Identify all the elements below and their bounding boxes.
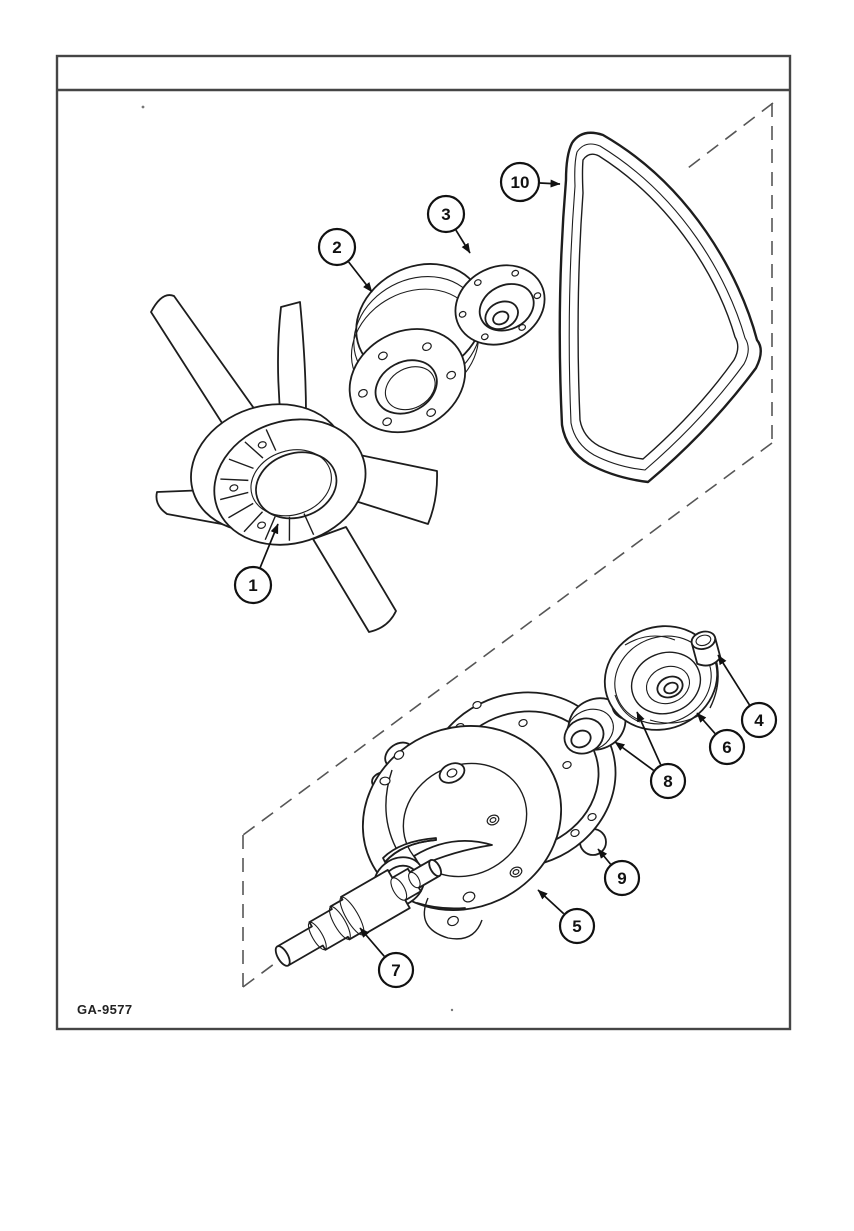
pulley-part bbox=[348, 263, 485, 434]
figure-code: GA-9577 bbox=[77, 1002, 133, 1017]
fan-belt-part bbox=[558, 131, 762, 484]
callout-1: 1 bbox=[233, 523, 279, 605]
callout-circle bbox=[649, 762, 687, 800]
callout-6: 6 bbox=[696, 712, 746, 766]
scan-speck bbox=[450, 1008, 454, 1012]
callout-circle bbox=[426, 194, 466, 234]
callout-arrow bbox=[537, 889, 565, 915]
callout-number: 9 bbox=[617, 869, 626, 888]
callout-circle bbox=[499, 161, 541, 203]
callout-9: 9 bbox=[597, 848, 641, 897]
exploded-view-dashed-lines bbox=[242, 102, 774, 988]
callout-arrow bbox=[347, 261, 373, 293]
callout-circle bbox=[558, 907, 596, 945]
header-band bbox=[59, 58, 788, 88]
callout-number: 10 bbox=[511, 173, 530, 192]
callout-number: 7 bbox=[391, 961, 400, 980]
callout-4: 4 bbox=[717, 654, 778, 739]
callout-number: 5 bbox=[572, 917, 581, 936]
callout-number: 8 bbox=[663, 772, 672, 791]
callout-arrow bbox=[359, 927, 385, 957]
callout-arrow bbox=[614, 741, 655, 772]
seal-cup-part bbox=[563, 697, 627, 755]
callout-number: 4 bbox=[754, 711, 764, 730]
callout-circle bbox=[233, 565, 273, 605]
callout-8: 8 bbox=[614, 711, 687, 800]
callout-arrow bbox=[696, 712, 716, 735]
callout-7: 7 bbox=[359, 927, 415, 989]
impeller-part bbox=[603, 625, 719, 731]
callout-10: 10 bbox=[499, 161, 561, 203]
callout-number: 6 bbox=[722, 738, 731, 757]
callout-number: 2 bbox=[332, 238, 341, 257]
callout-2: 2 bbox=[317, 227, 373, 293]
callout-circle bbox=[708, 728, 746, 766]
callout-number: 1 bbox=[248, 576, 257, 595]
callout-circle bbox=[603, 859, 641, 897]
callout-number: 3 bbox=[441, 205, 450, 224]
callout-arrow bbox=[636, 711, 662, 765]
callout-arrow bbox=[597, 848, 612, 865]
scan-speck bbox=[141, 105, 145, 109]
shaft-bearing-part bbox=[274, 858, 442, 967]
plug-part bbox=[690, 630, 722, 667]
callout-circle bbox=[377, 951, 415, 989]
fan-part bbox=[150, 294, 438, 633]
callout-circle bbox=[317, 227, 357, 267]
hub-plate-part bbox=[454, 264, 546, 346]
callout-layer: 1 2 3 4 5 6 7 8 9 10 bbox=[233, 161, 778, 989]
callout-arrow bbox=[455, 229, 471, 254]
callout-circle bbox=[740, 701, 778, 739]
callout-3: 3 bbox=[426, 194, 471, 254]
callout-arrow bbox=[259, 523, 279, 568]
figure-frame bbox=[55, 54, 792, 1031]
frame-border bbox=[55, 54, 792, 1031]
callout-5: 5 bbox=[537, 889, 596, 945]
callout-arrow bbox=[539, 179, 561, 188]
callout-arrow bbox=[717, 654, 751, 706]
